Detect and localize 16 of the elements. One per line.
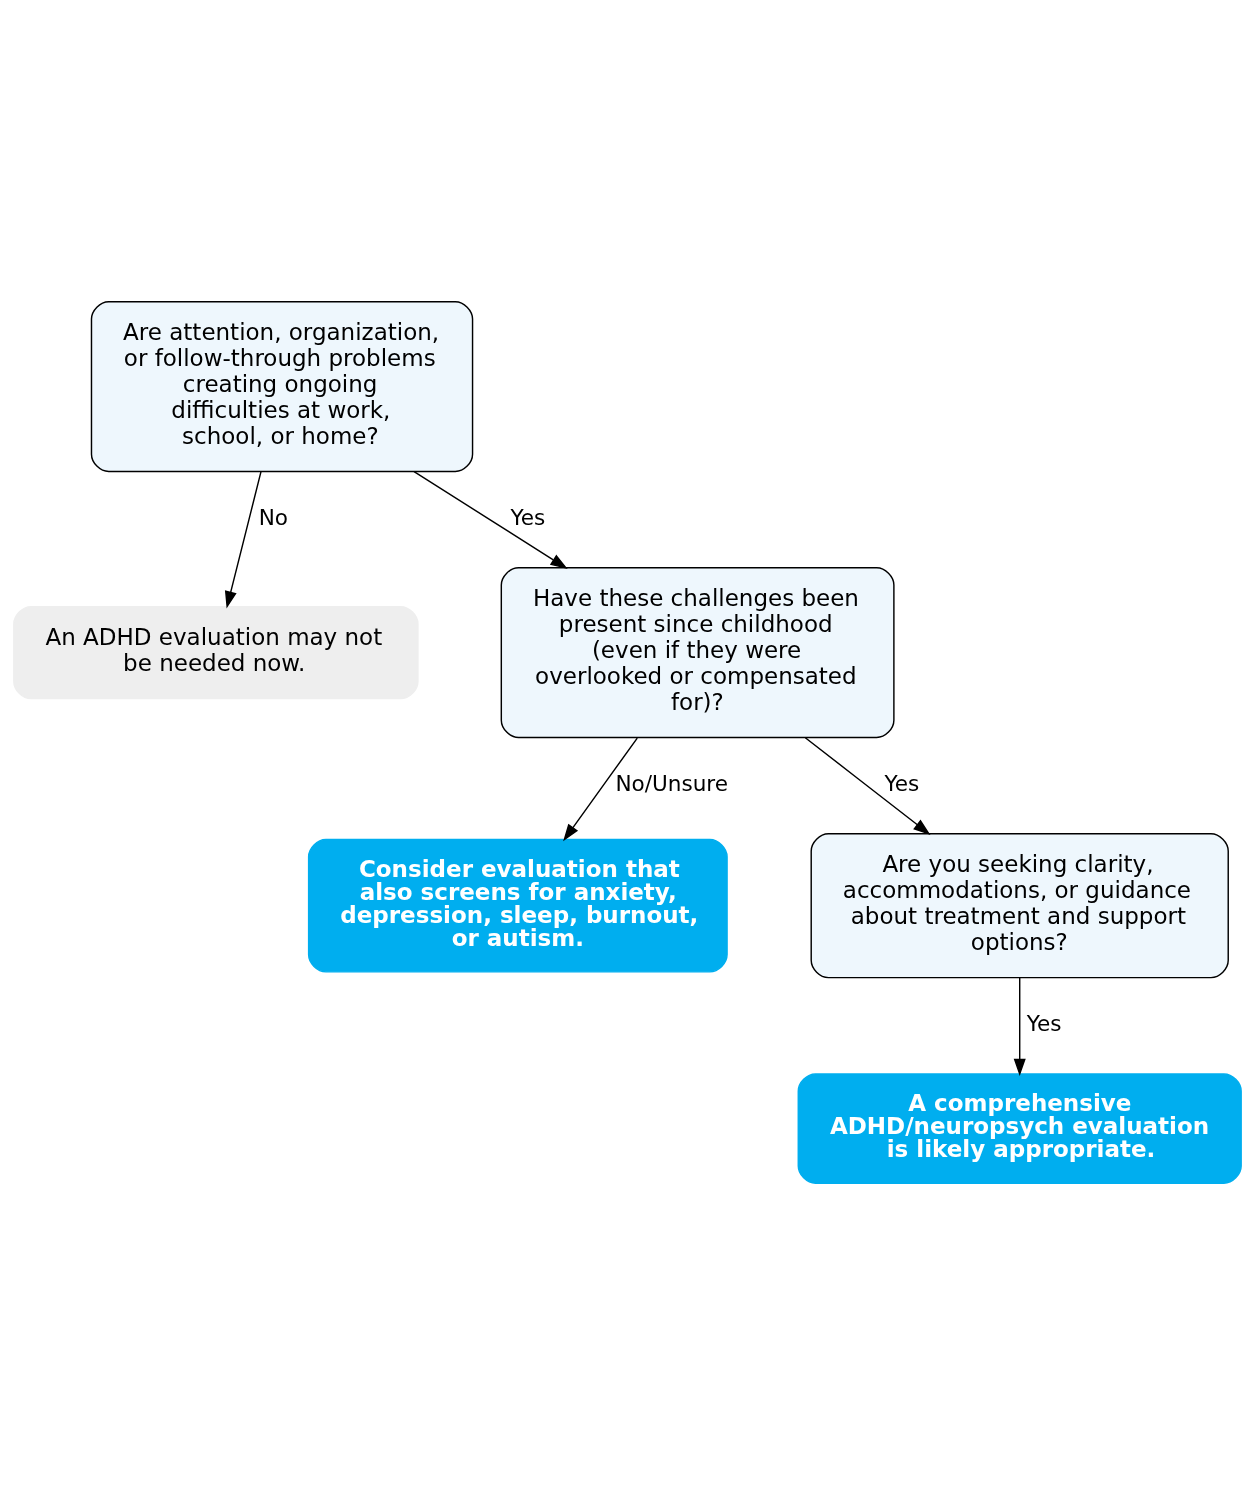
arrow [224,470,262,609]
edge-label: Yes [1026,1010,1062,1036]
arrow [804,737,931,835]
arrow [563,737,638,842]
node-box: Consider evaluation that also screens for anxiety, depression, sleep, burnout, or autism. [307,838,728,973]
arrow [413,470,568,569]
node-box: Are attention, organization, or follow-through problems creating ongoing difficulties at work, school, or home? [90,301,474,473]
edge-label: No [258,504,289,530]
node-box: A comprehensive ADHD/neuropsych evaluation is likely appropriate. [797,1073,1242,1184]
node-box: An ADHD evaluation may not be needed now. [13,605,419,700]
arrow [1013,977,1026,1077]
node-box: Are you seeking clarity, accommodations, or guidance about treatment and support options? [810,833,1229,979]
edge-label: Yes [510,504,546,530]
edge-label: No/Unsure [615,770,729,796]
edge-label: Yes [884,770,920,796]
node-box: Have these challenges been present since childhood (even if they were overlooked or compensated for)? [500,567,895,739]
